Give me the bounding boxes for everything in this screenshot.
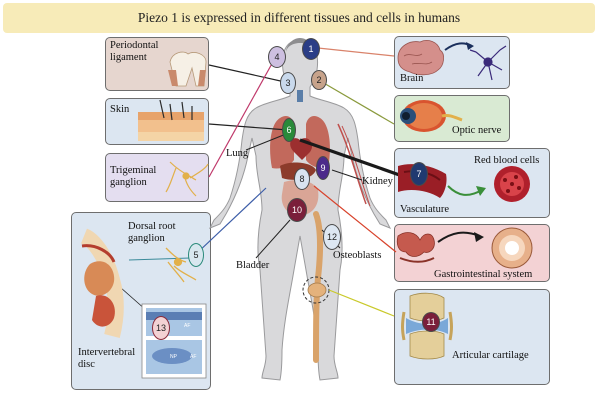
badge-2: 2 xyxy=(311,70,327,90)
label-dorsal-root-ganglion: Dorsal root ganglion xyxy=(128,221,176,244)
neuron-illustration xyxy=(469,45,507,81)
label-lung: Lung xyxy=(226,148,249,159)
connector-dorsal-root xyxy=(195,187,267,255)
red-blood-cell-illustration xyxy=(494,166,530,202)
label-red-blood-cells: Red blood cells xyxy=(474,155,540,166)
badge-5: 5 xyxy=(188,243,204,267)
intestine-illustration xyxy=(396,232,435,263)
trigeminal-ganglion-illustration xyxy=(165,161,209,197)
badge-9: 9 xyxy=(316,156,330,180)
label-periodontal-ligament: Periodontal ligament xyxy=(110,40,159,63)
connector-skin xyxy=(208,123,289,131)
badge-1: 1 xyxy=(302,38,320,60)
label-kidney: Kidney xyxy=(362,176,393,187)
badge-10: 10 xyxy=(287,198,307,222)
gi-arrow xyxy=(437,231,481,243)
label-gastrointestinal-system: Gastrointestinal system xyxy=(434,269,533,280)
connector-brain xyxy=(317,47,395,57)
label-bladder: Bladder xyxy=(236,260,270,271)
badge-4: 4 xyxy=(268,46,286,68)
brain-illustration xyxy=(397,40,444,76)
intestine-section-illustration xyxy=(491,227,533,269)
connector-cartilage xyxy=(328,289,395,317)
badge-13: 13 xyxy=(152,316,170,340)
badge-7: 7 xyxy=(410,162,428,186)
disc-label-np-2: NP xyxy=(170,354,178,360)
intervertebral-disc-inset: NP AF NP AF xyxy=(141,303,207,379)
connector-periodontal xyxy=(208,64,286,83)
disc-label-af-2: AF xyxy=(190,354,196,360)
eye-illustration xyxy=(400,100,463,132)
connector-gi xyxy=(313,185,397,253)
badge-11: 11 xyxy=(422,312,440,332)
spine-illustration xyxy=(80,228,124,338)
connector-bladder xyxy=(255,219,291,259)
label-optic-nerve: Optic nerve xyxy=(452,125,502,136)
connector-optic xyxy=(321,81,395,125)
label-articular-cartilage: Articular cartilage xyxy=(452,350,529,361)
label-skin: Skin xyxy=(110,104,130,115)
dorsal-root-ganglion-illustration xyxy=(165,247,197,283)
label-vasculature: Vasculature xyxy=(400,204,449,215)
figure-title: Piezo 1 is expressed in different tissue… xyxy=(3,3,595,33)
skin-layers-illustration xyxy=(138,99,204,141)
badge-8: 8 xyxy=(294,168,310,190)
connector-trigeminal xyxy=(208,59,275,178)
tooth-illustration xyxy=(168,51,207,87)
leg-bone-illustration xyxy=(313,211,323,363)
label-trigeminal-ganglion: Trigeminal ganglion xyxy=(110,165,157,188)
label-brain: Brain xyxy=(400,73,424,84)
connector-lung xyxy=(245,133,287,151)
label-intervertebral-disc: Intervertebral disc xyxy=(78,347,136,370)
badge-12: 12 xyxy=(323,224,341,250)
connector-kidney xyxy=(331,169,363,181)
connector-vasculature xyxy=(299,138,409,180)
badge-3: 3 xyxy=(280,72,296,94)
arm-vessel-illustration xyxy=(337,123,367,205)
badge-6: 6 xyxy=(282,118,296,142)
label-osteoblasts: Osteoblasts xyxy=(333,250,382,261)
neck-structure-illustration xyxy=(297,90,303,102)
disc-label-af: AF xyxy=(184,323,190,329)
